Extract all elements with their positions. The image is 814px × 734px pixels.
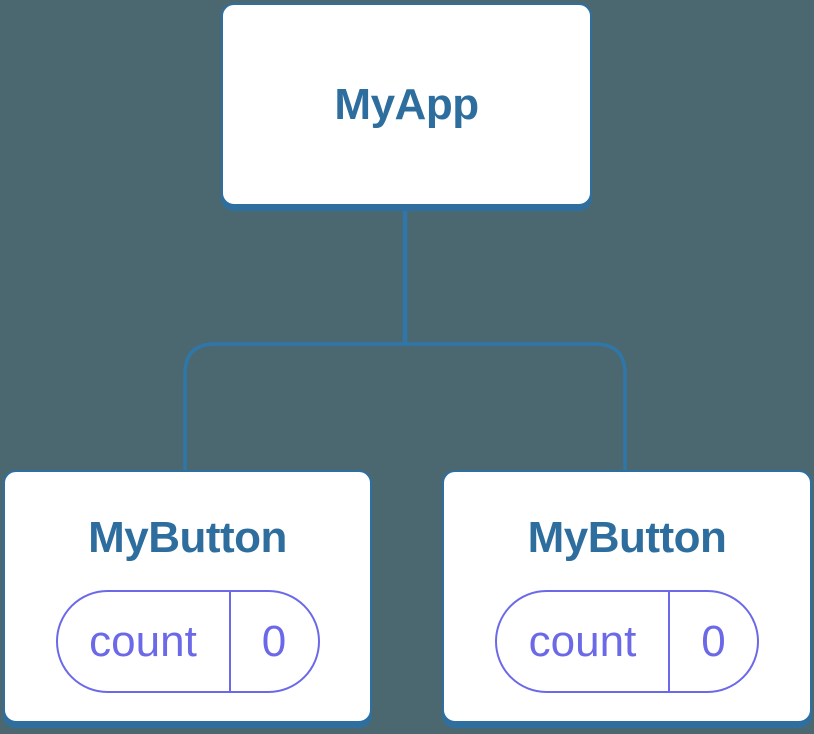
node-myapp-label: MyApp <box>334 79 479 129</box>
node-mybutton-1-label: MyButton <box>88 513 287 562</box>
state-key-label: count <box>89 616 197 666</box>
state-value-label: 0 <box>701 616 726 666</box>
state-key-label: count <box>528 616 637 666</box>
state-key-cell: count <box>58 592 231 691</box>
node-mybutton-2: MyButton count 0 <box>442 470 812 723</box>
state-value-label: 0 <box>261 616 287 666</box>
state-pill-1: count 0 <box>55 590 320 693</box>
state-pill-2: count 0 <box>495 590 759 693</box>
node-myapp: MyApp <box>221 3 592 206</box>
state-value-cell: 0 <box>670 592 757 691</box>
children-bracket-line <box>183 342 627 476</box>
node-mybutton-1: MyButton count 0 <box>3 470 372 723</box>
state-value-cell: 0 <box>231 592 318 691</box>
state-key-cell: count <box>497 592 670 691</box>
node-mybutton-2-label: MyButton <box>527 513 727 562</box>
